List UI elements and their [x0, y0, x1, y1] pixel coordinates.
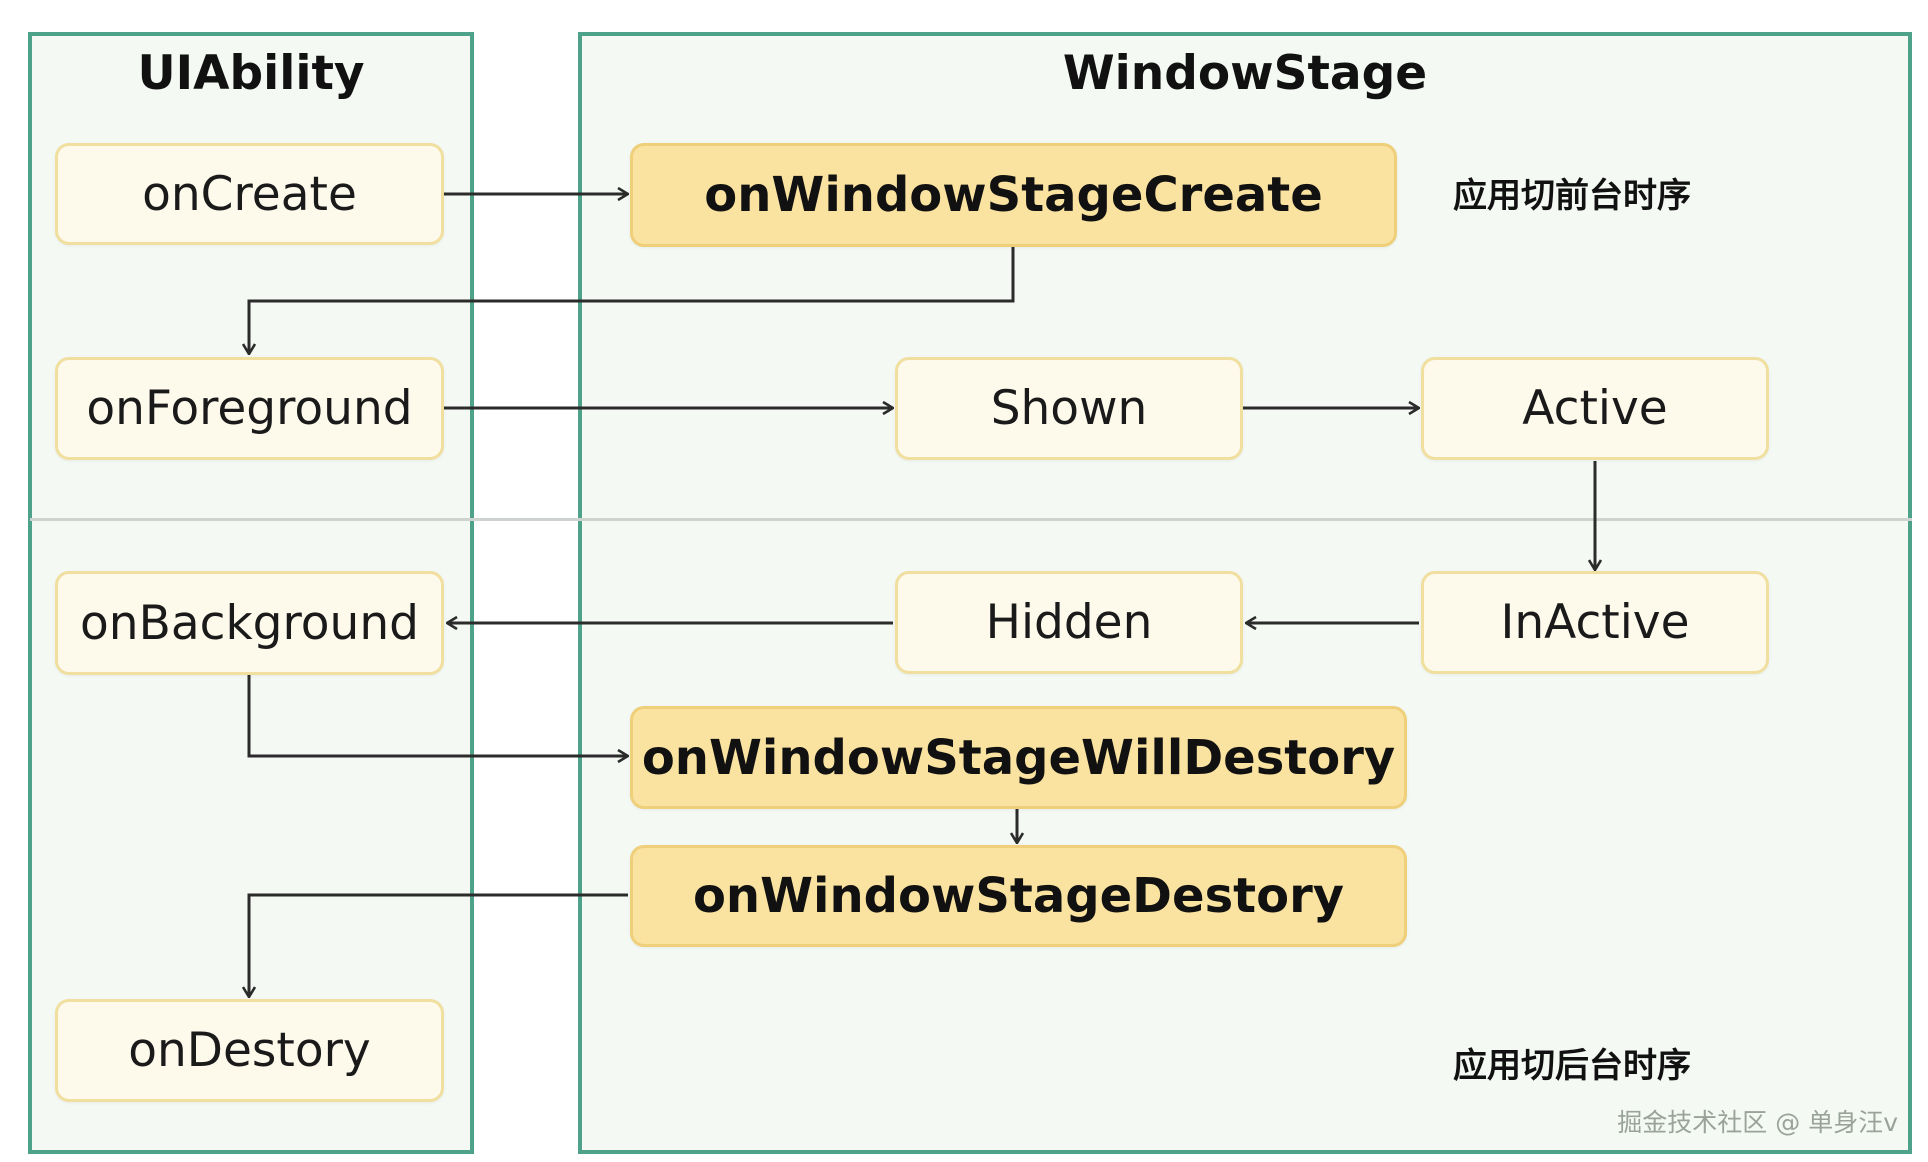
uiability-title: UIAbility — [137, 46, 365, 101]
hidden-node: Hidden — [895, 571, 1243, 674]
onwindowstagedestory-node: onWindowStageDestory — [630, 845, 1407, 947]
windowstage-title: WindowStage — [1062, 46, 1428, 101]
ondestory-node: onDestory — [55, 999, 444, 1102]
onwindowstagewilldestory-node: onWindowStageWillDestory — [630, 706, 1407, 809]
arrow-destory-to-ondestory — [249, 893, 628, 997]
inactive-node: InActive — [1421, 571, 1769, 674]
shown-node: Shown — [895, 357, 1243, 460]
onwindowstagecreate-node: onWindowStageCreate — [630, 143, 1397, 247]
foreground-sequence-label: 应用切前台时序 — [1453, 176, 1691, 216]
active-node: Active — [1421, 357, 1769, 460]
background-sequence-label: 应用切后台时序 — [1453, 1046, 1691, 1086]
oncreate-node: onCreate — [55, 143, 444, 245]
onbackground-node: onBackground — [55, 571, 444, 675]
phase-divider — [30, 518, 1912, 521]
watermark: 掘金技术社区 @ 单身汪v — [1617, 1108, 1898, 1137]
onforeground-node: onForeground — [55, 357, 444, 460]
arrow-onwindowstagecreate-to-onforeground — [249, 247, 1015, 354]
arrow-onbackground-to-willdestory — [247, 675, 628, 756]
